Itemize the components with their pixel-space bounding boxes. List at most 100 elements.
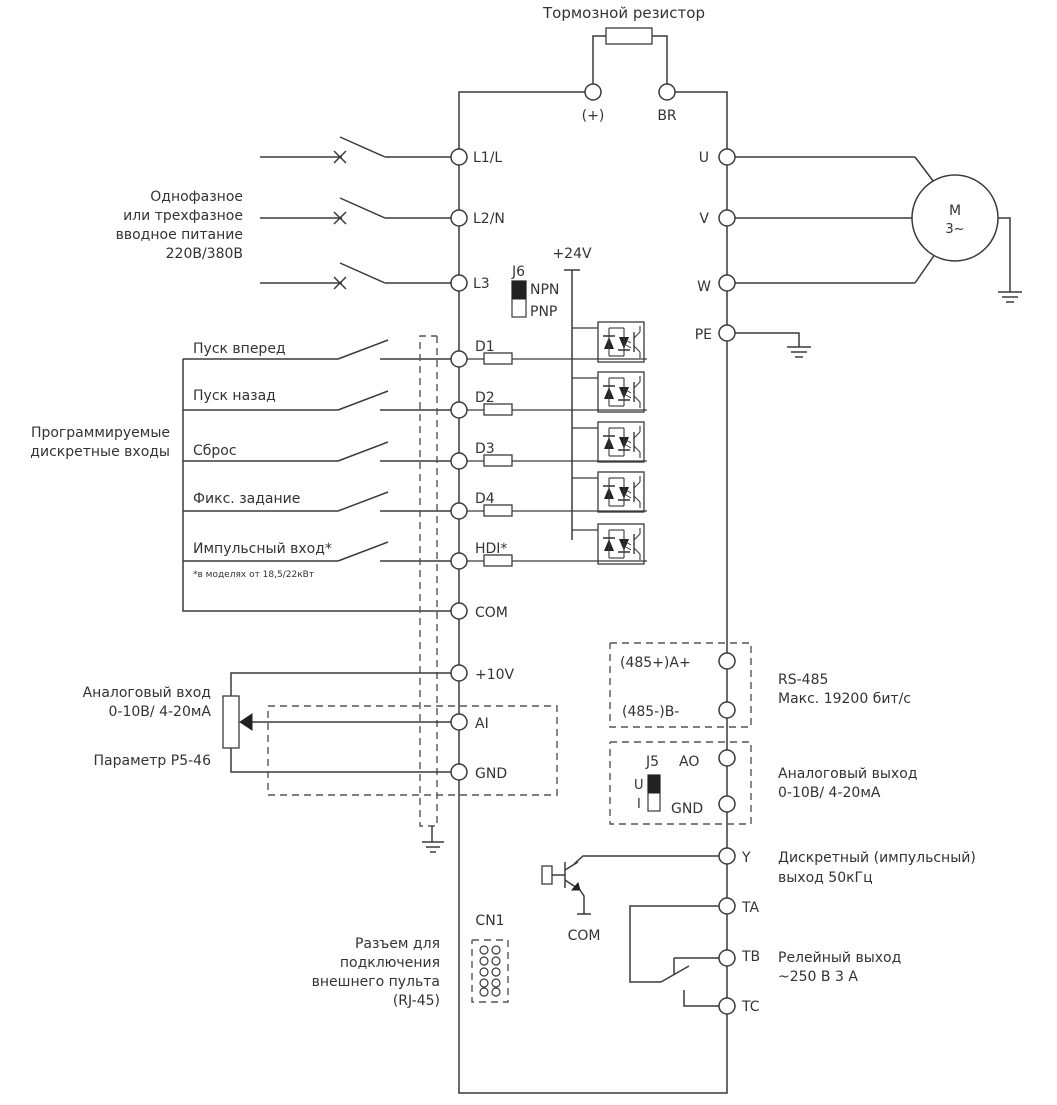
analog-in-label-line2: 0-10В/ 4-20мА (109, 704, 212, 720)
digital-out-label-line2: выход 50кГц (778, 870, 873, 886)
optocoupler-group (597, 321, 645, 565)
motor-label-phase: 3~ (945, 222, 964, 237)
terminal-tc-label: TC (741, 999, 760, 1015)
supply-label-line3: вводное питание (116, 227, 243, 243)
terminal-pe (718, 324, 736, 342)
terminal-ai-label: AI (475, 716, 489, 732)
terminal-gnd2 (718, 795, 736, 813)
digital-input-wiring (182, 335, 647, 853)
relay-wiring (629, 897, 736, 1015)
jumper-j6[interactable] (511, 280, 527, 318)
terminal-d1 (450, 350, 468, 368)
power-input-wiring (260, 136, 468, 292)
supply-label-line4: 220В/380В (166, 246, 243, 262)
terminal-ai (450, 713, 468, 731)
terminal-a485 (718, 652, 736, 670)
supply-label-line2: или трехфазное (123, 208, 243, 224)
analog-out-label-line1: Аналоговый выход (778, 766, 917, 782)
terminal-ta (718, 897, 736, 915)
terminal-gnd-label: GND (475, 766, 507, 782)
terminal-br-label: BR (657, 108, 677, 124)
terminal-b485 (718, 701, 736, 719)
prog-inputs-label-line1: Программируемые (31, 425, 170, 441)
input-pulse-label: Импульсный вход* (193, 541, 332, 557)
analog-input-wiring (222, 664, 558, 796)
rj45-label-line4: (RJ-45) (393, 993, 440, 1009)
jumper-pnp-label: PNP (530, 304, 557, 320)
terminal-tc (718, 997, 736, 1015)
terminal-d1-label: D1 (475, 339, 495, 355)
cn1-pin (491, 945, 501, 955)
terminal-l2-label: L2/N (473, 211, 505, 227)
terminal-d2 (450, 401, 468, 419)
jumper-j5-label: J5 (645, 754, 659, 770)
rj45-label-line2: подключения (340, 955, 440, 971)
pulse-note-label: *в моделях от 18,5/22кВт (193, 570, 314, 580)
supply-label-line1: Однофазное (150, 189, 243, 205)
terminal-d2-label: D2 (475, 390, 495, 406)
terminal-d3 (450, 452, 468, 470)
terminal-l2 (450, 209, 468, 227)
potentiometer (222, 695, 240, 749)
terminal-com (450, 602, 468, 620)
optocoupler (597, 421, 645, 463)
cn1-pin (479, 945, 489, 955)
cn1-pin (479, 967, 489, 977)
cn1-label: CN1 (475, 913, 504, 929)
motor-label-m: M (949, 203, 961, 219)
terminal-a485-label: (485+)A+ (620, 655, 691, 671)
terminal-b485-label: (485-)B- (622, 704, 679, 720)
plus24v-rail (564, 269, 598, 540)
terminal-u-label: U (699, 150, 709, 166)
optocoupler (597, 523, 645, 565)
input-fixed-label: Фикс. задание (193, 491, 300, 507)
analog-output-block (609, 741, 752, 825)
relay-label-line1: Релейный выход (778, 950, 901, 966)
optocoupler (597, 471, 645, 513)
terminal-l3 (450, 274, 468, 292)
param-label: Параметр P5-46 (94, 753, 212, 769)
terminal-u (718, 148, 736, 166)
cn1-pin (479, 978, 489, 988)
terminal-hdi-label: HDI* (475, 541, 507, 557)
terminal-gnd2-label: GND (671, 801, 703, 817)
rs485-label-line2: Макс. 19200 бит/с (778, 691, 911, 707)
terminal-v-label: V (699, 211, 709, 227)
plus24v-label: +24V (552, 246, 592, 262)
brake-resistor-label: Тормозной резистор (542, 4, 705, 22)
optocoupler (597, 321, 645, 363)
terminal-10v-label: +10V (475, 667, 515, 683)
analog-in-label-line1: Аналоговый вход (83, 685, 211, 701)
terminal-hdi (450, 552, 468, 570)
terminal-ao (718, 749, 736, 767)
analog-out-label-line2: 0-10В/ 4-20мА (778, 785, 881, 801)
terminal-w-label: W (697, 279, 711, 295)
cn1-pin (491, 978, 501, 988)
rs485-label-line1: RS-485 (778, 672, 828, 688)
terminal-y (718, 847, 736, 865)
cn1-connector (471, 939, 509, 1003)
terminal-d3-label: D3 (475, 441, 495, 457)
rj45-label-line1: Разъем для (355, 936, 440, 952)
jumper-j6-label: J6 (511, 264, 525, 280)
terminal-gnd (450, 763, 468, 781)
optocoupler (597, 371, 645, 413)
terminal-l1 (450, 148, 468, 166)
digital-output-wiring (541, 847, 736, 915)
terminal-ta-label: TA (741, 900, 759, 916)
input-reverse-label: Пуск назад (193, 388, 276, 404)
jumper-npn-label: NPN (530, 282, 559, 298)
cn1-pin (491, 967, 501, 977)
cn1-pin (479, 956, 489, 966)
rs485-block (609, 642, 752, 728)
terminal-v (718, 209, 736, 227)
cn1-pin (491, 987, 501, 997)
brake-resistor (584, 27, 676, 101)
jumper-j5[interactable] (647, 774, 661, 812)
terminal-pe-label: PE (695, 327, 712, 343)
motor-output-wiring (718, 148, 1022, 358)
cn1-pin (491, 956, 501, 966)
terminal-tb-label: TB (741, 949, 760, 965)
terminal-br (658, 83, 676, 101)
